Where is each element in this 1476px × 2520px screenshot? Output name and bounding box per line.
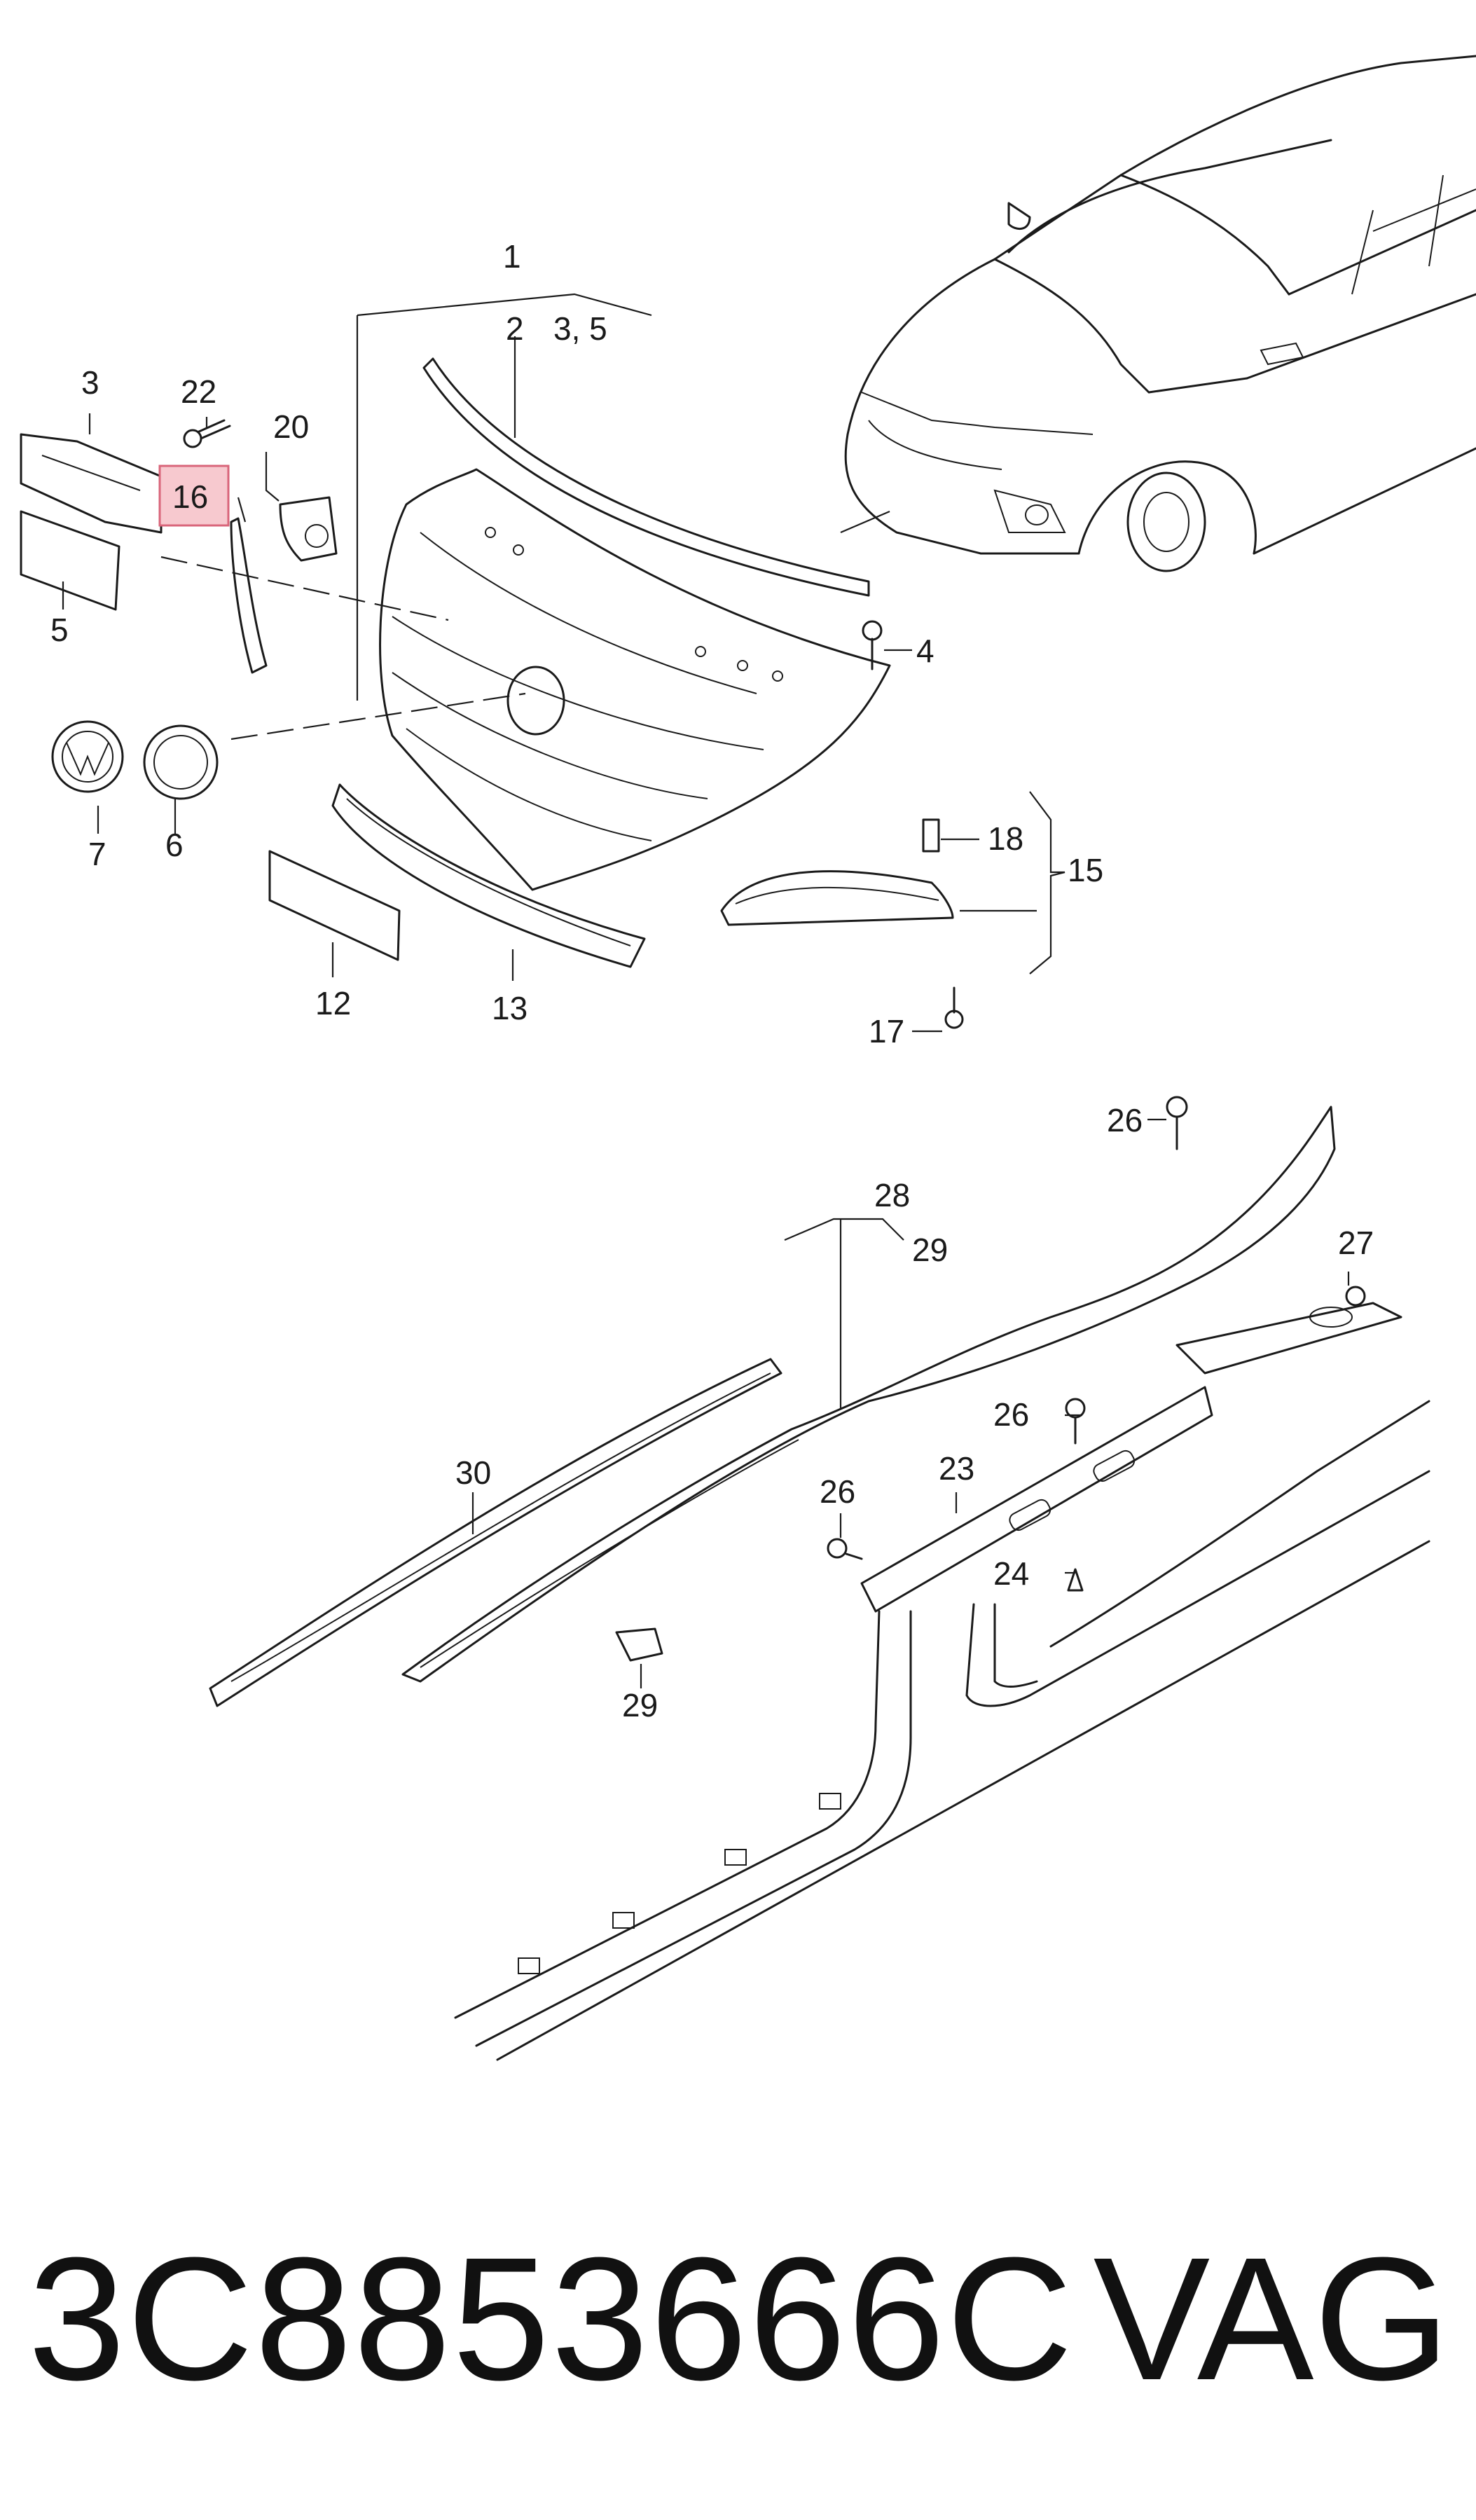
callout-3: 3 — [81, 364, 99, 401]
callout-12: 12 — [315, 985, 351, 1021]
callout-7: 7 — [88, 836, 106, 872]
callout-24: 24 — [993, 1555, 1029, 1592]
sill-trim-strip — [209, 1358, 782, 1707]
callout-26-mid: 26 — [993, 1396, 1029, 1433]
callout-28: 28 — [874, 1177, 910, 1213]
callout-26-left: 26 — [820, 1473, 855, 1510]
fog-light-trim — [720, 870, 954, 926]
callout-3-5: 3, 5 — [553, 310, 607, 347]
upper-trim-strip — [422, 357, 870, 597]
callout-22: 22 — [181, 373, 216, 410]
callout-20: 20 — [273, 408, 309, 445]
sill-assembly — [209, 1096, 1430, 2061]
callout-1: 1 — [503, 238, 521, 275]
callout-6: 6 — [165, 827, 184, 863]
vw-emblem — [51, 720, 124, 793]
callout-labels: 1 2 3, 5 3 22 20 16 5 4 7 6 18 15 12 13 … — [50, 238, 1374, 1723]
callout-16: 16 — [172, 478, 208, 515]
callout-26-top: 26 — [1107, 1102, 1143, 1138]
callout-13: 13 — [492, 990, 527, 1026]
radar-bracket — [20, 433, 163, 534]
license-plate-bracket — [268, 850, 401, 961]
car-illustration — [840, 55, 1476, 572]
callout-2: 2 — [506, 310, 524, 347]
lower-grille — [331, 783, 646, 968]
part-number: 3C8853666C — [28, 2221, 1075, 2416]
sill-cover — [401, 1106, 1336, 1683]
callout-29-top: 29 — [912, 1232, 948, 1268]
callout-23: 23 — [939, 1450, 974, 1487]
callout-29-bottom: 29 — [622, 1687, 658, 1723]
side-bracket — [230, 517, 268, 674]
footer: 3C8853666C VAG — [28, 2214, 1450, 2438]
callout-17: 17 — [869, 1013, 904, 1049]
brand-label: VAG — [1093, 2221, 1450, 2416]
sensor-holder — [279, 496, 338, 562]
callout-15: 15 — [1068, 852, 1103, 888]
grille-body — [379, 468, 891, 891]
grille-assembly — [20, 293, 1065, 1033]
callout-5: 5 — [50, 612, 69, 648]
callout-4: 4 — [916, 633, 934, 669]
sill-bracket — [860, 1386, 1213, 1613]
grille-emblem-ring — [506, 666, 565, 736]
callout-18: 18 — [988, 820, 1023, 857]
highlight-box-16 — [158, 464, 230, 527]
radar-trim — [20, 510, 120, 611]
emblem-mounting-ring — [143, 724, 219, 800]
callout-27: 27 — [1338, 1225, 1374, 1261]
callout-30: 30 — [455, 1454, 491, 1491]
